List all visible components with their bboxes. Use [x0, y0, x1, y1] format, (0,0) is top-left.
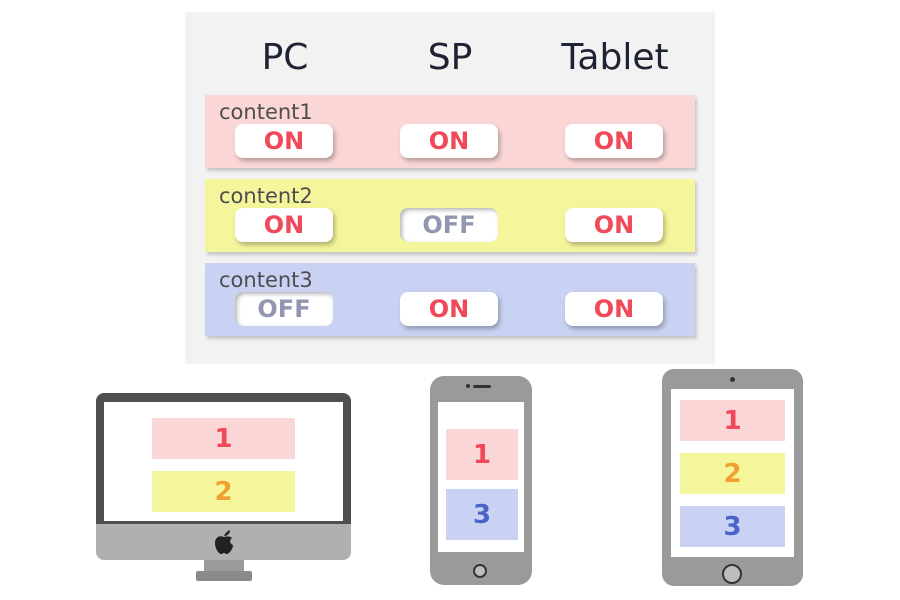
speaker-icon — [473, 385, 491, 388]
column-header-sp: SP — [390, 37, 510, 78]
camera-icon — [466, 384, 470, 388]
home-button-icon[interactable] — [722, 564, 742, 584]
tablet-block-2: 2 — [680, 453, 785, 494]
toggle-content2-pc[interactable]: ON — [235, 208, 333, 242]
row-label: content3 — [219, 268, 313, 292]
toggle-content3-sp[interactable]: ON — [400, 292, 498, 326]
toggle-content2-sp[interactable]: OFF — [400, 208, 498, 242]
toggle-content1-pc[interactable]: ON — [235, 124, 333, 158]
toggle-content3-pc[interactable]: OFF — [235, 292, 333, 326]
toggle-content2-tablet[interactable]: ON — [565, 208, 663, 242]
toggle-content1-sp[interactable]: ON — [400, 124, 498, 158]
row-label: content2 — [219, 184, 313, 208]
tablet: 1 2 3 — [662, 369, 803, 586]
toggle-content3-tablet[interactable]: ON — [565, 292, 663, 326]
smartphone: 1 3 — [430, 376, 532, 585]
row-label: content1 — [219, 100, 313, 124]
sp-block-3: 3 — [446, 489, 518, 540]
pc-block-1: 1 — [152, 418, 295, 459]
sp-block-1: 1 — [446, 429, 518, 480]
camera-icon — [730, 377, 735, 382]
pc-monitor: 1 2 — [96, 393, 351, 583]
column-header-pc: PC — [225, 37, 345, 78]
pc-block-2: 2 — [152, 471, 295, 512]
content-row-3: content3 OFF ON ON — [205, 263, 695, 336]
content-row-2: content2 ON OFF ON — [205, 179, 695, 252]
tablet-block-3: 3 — [680, 506, 785, 547]
home-button-icon[interactable] — [473, 564, 487, 578]
monitor-stand-base — [196, 571, 252, 581]
column-header-tablet: Tablet — [555, 37, 675, 78]
toggle-content1-tablet[interactable]: ON — [565, 124, 663, 158]
tablet-block-1: 1 — [680, 400, 785, 441]
apple-logo-icon — [212, 529, 236, 555]
content-row-1: content1 ON ON ON — [205, 95, 695, 168]
